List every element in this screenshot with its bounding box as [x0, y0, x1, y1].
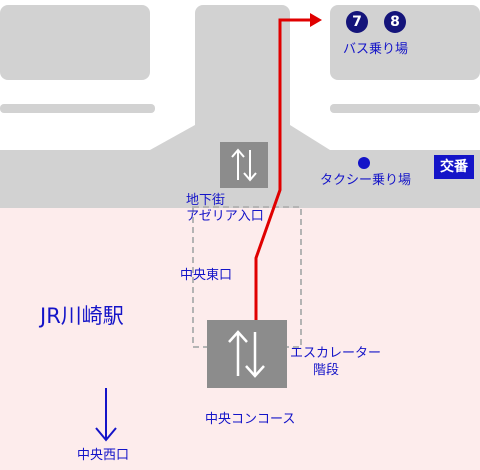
- blue-dot-icon: [358, 157, 370, 169]
- up-down-arrows-icon: [231, 148, 257, 182]
- plaza-center: [195, 100, 290, 150]
- escalator-box-lower: [207, 320, 287, 388]
- bus-stop-label: バス乗り場: [343, 42, 409, 57]
- up-down-arrows-icon: [228, 330, 265, 378]
- escalator-label-line1: エスカレーター: [290, 346, 382, 361]
- bus-number-badge: 7: [346, 11, 368, 33]
- underground-entrance-label-line1: 地下街: [186, 193, 226, 208]
- route-line: [254, 18, 315, 320]
- route-arrow-head: [310, 13, 322, 27]
- taxi-stop-label: タクシー乗り場: [320, 173, 412, 188]
- sidewalk-strip-right: [330, 104, 480, 113]
- west-exit-label: 中央西口: [77, 448, 130, 463]
- east-exit-label: 中央東口: [180, 268, 233, 283]
- bus-number-badge: 8: [384, 11, 406, 33]
- sidewalk-strip-left: [0, 104, 155, 113]
- escalator-label-line2: 階段: [313, 363, 340, 378]
- building-block-center: [195, 5, 290, 125]
- underground-entrance-label-line2: アゼリア入口: [186, 209, 264, 224]
- police-box-badge: 交番: [434, 155, 474, 179]
- building-block-left: [0, 5, 150, 80]
- station-name: JR川崎駅: [40, 304, 124, 328]
- central-concourse-label: 中央コンコース: [205, 412, 296, 427]
- down-arrow-icon: [95, 388, 117, 442]
- escalator-box-upper: [220, 142, 268, 188]
